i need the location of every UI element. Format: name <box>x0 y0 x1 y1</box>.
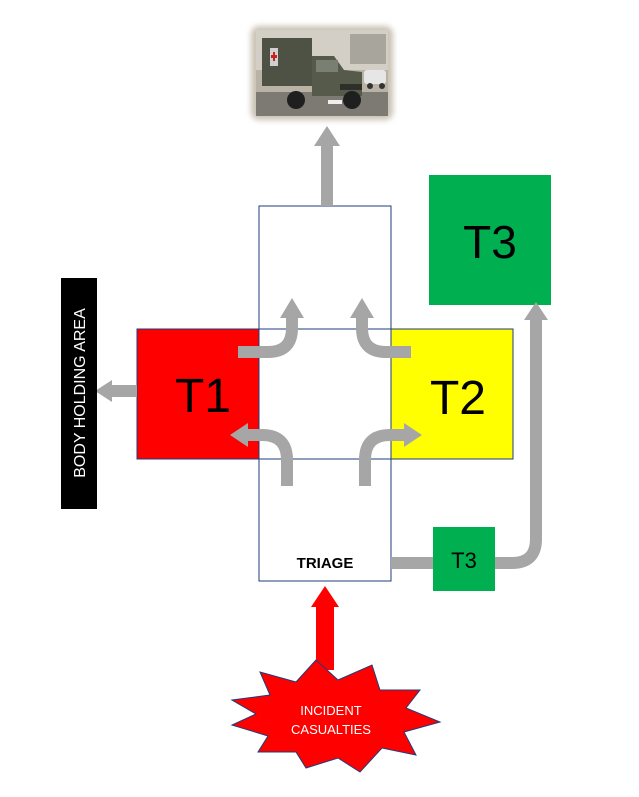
ambulance-photo <box>251 26 393 120</box>
t3-small-box <box>433 527 495 591</box>
flow-arrows <box>112 146 542 569</box>
body-holding-area-label: BODY HOLDING AREA <box>72 308 89 478</box>
arrow-heads <box>95 126 548 447</box>
incident-label-line2: CASUALTIES <box>291 722 371 737</box>
t3-top-label: T3 <box>463 216 517 268</box>
evacuation-box <box>258 205 392 461</box>
arrow-t2-to-evac <box>356 318 411 358</box>
t3-small-label: T3 <box>451 548 477 573</box>
incident-arrow <box>311 586 339 670</box>
arrow-t1-to-evac <box>238 318 298 358</box>
t2-label: T2 <box>430 372 486 425</box>
incident-starburst <box>230 659 442 773</box>
body-holding-area <box>61 278 97 509</box>
arrow-triage-to-t1 <box>248 429 293 486</box>
arrow-triage-to-t2 <box>359 429 404 486</box>
t1-label: T1 <box>175 370 231 423</box>
arrow-t3-to-t3 <box>495 320 542 569</box>
t3-top-box <box>429 175 551 305</box>
incident-label-line1: INCIDENT <box>300 703 361 718</box>
triage-label: TRIAGE <box>297 555 354 572</box>
